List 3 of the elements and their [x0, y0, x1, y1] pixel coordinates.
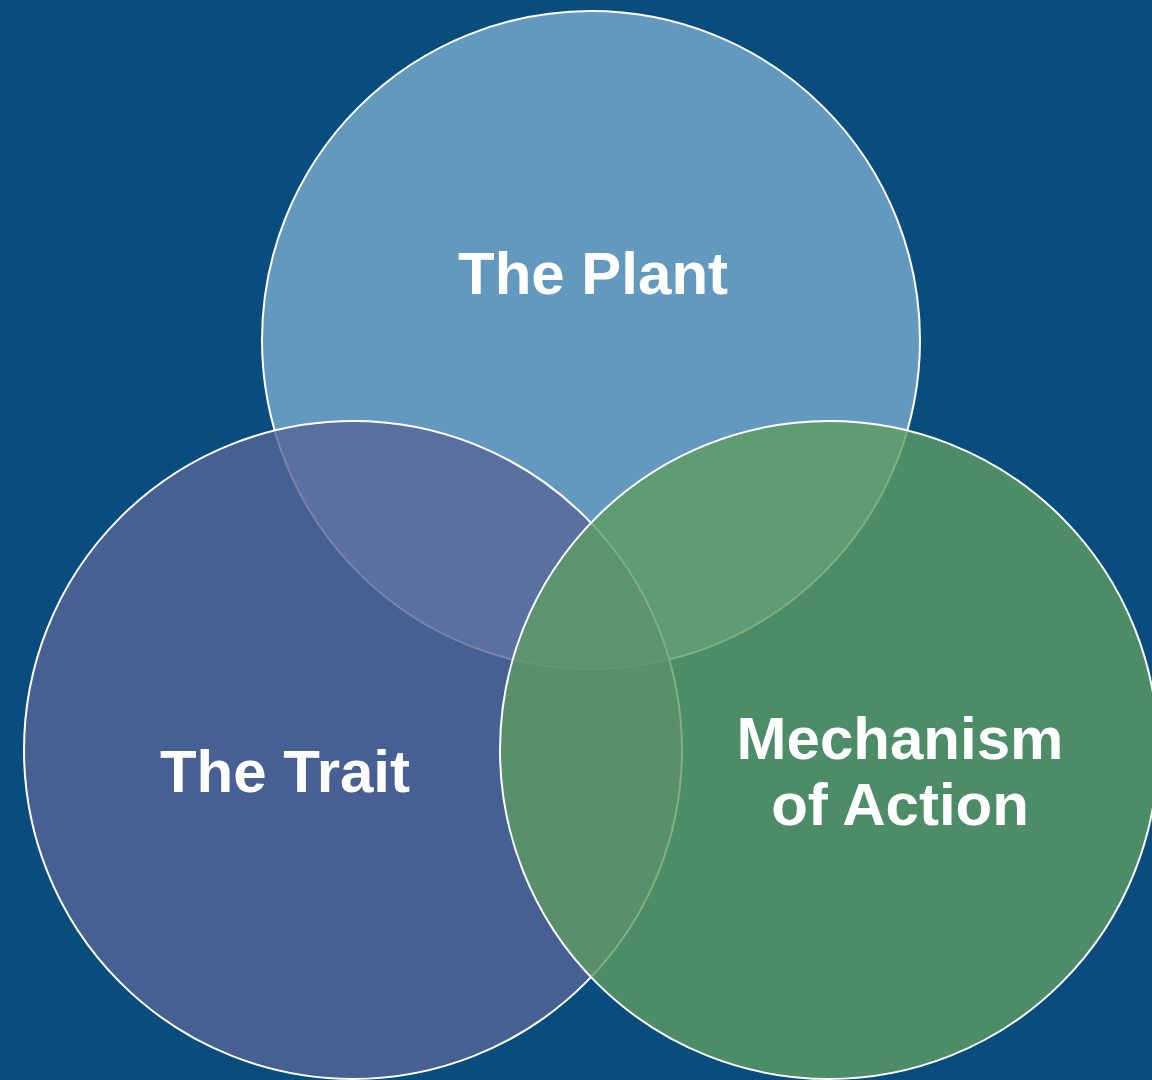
circle-label: Mechanism of Action — [735, 706, 1065, 838]
circle-label: The Plant — [457, 241, 729, 307]
circle-label: The Trait — [158, 739, 412, 805]
